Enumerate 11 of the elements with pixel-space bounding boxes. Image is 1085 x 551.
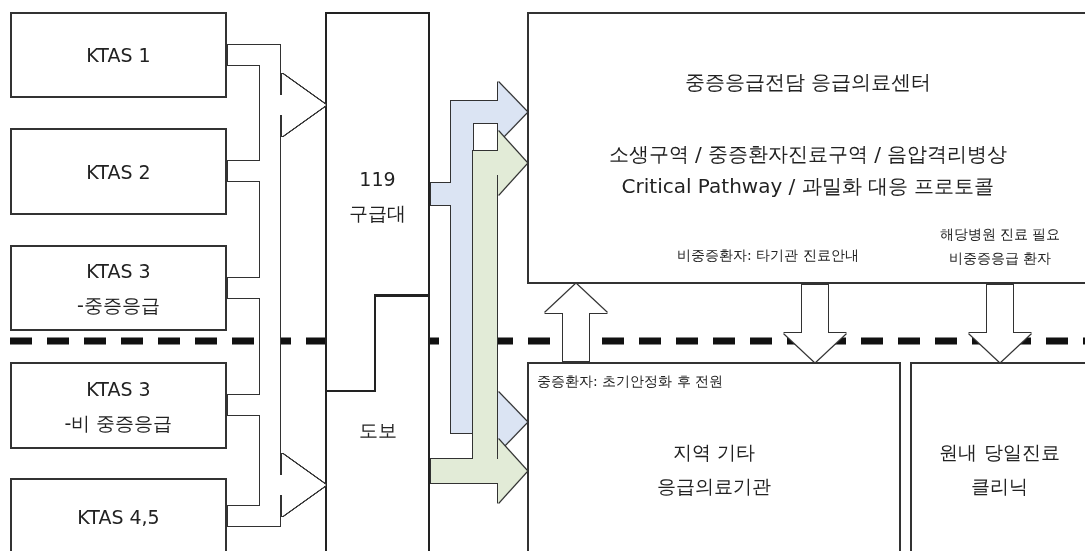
box-text: 소생구역 / 중증환자진료구역 / 음압격리병상 Critical Pathway / 과밀화 대응 프로토콜 (608, 141, 1008, 200)
box-heading: 중증응급전담 응급의료센터 (684, 69, 932, 96)
triage-box: KTAS 1 (10, 12, 227, 98)
triage-box: KTAS 3 -중증응급 (10, 245, 227, 331)
stepped-box: 119 구급대 (325, 12, 430, 391)
triage-box: KTAS 2 (10, 128, 227, 215)
facility-box: 원내 당일진료 클리닉 (910, 362, 1085, 551)
triage-box: KTAS 3 -비 중증응급 (10, 362, 227, 449)
triage-box: KTAS 4,5 (10, 478, 227, 551)
stepped-box: 도보 (325, 295, 430, 551)
center-box (527, 12, 1085, 284)
